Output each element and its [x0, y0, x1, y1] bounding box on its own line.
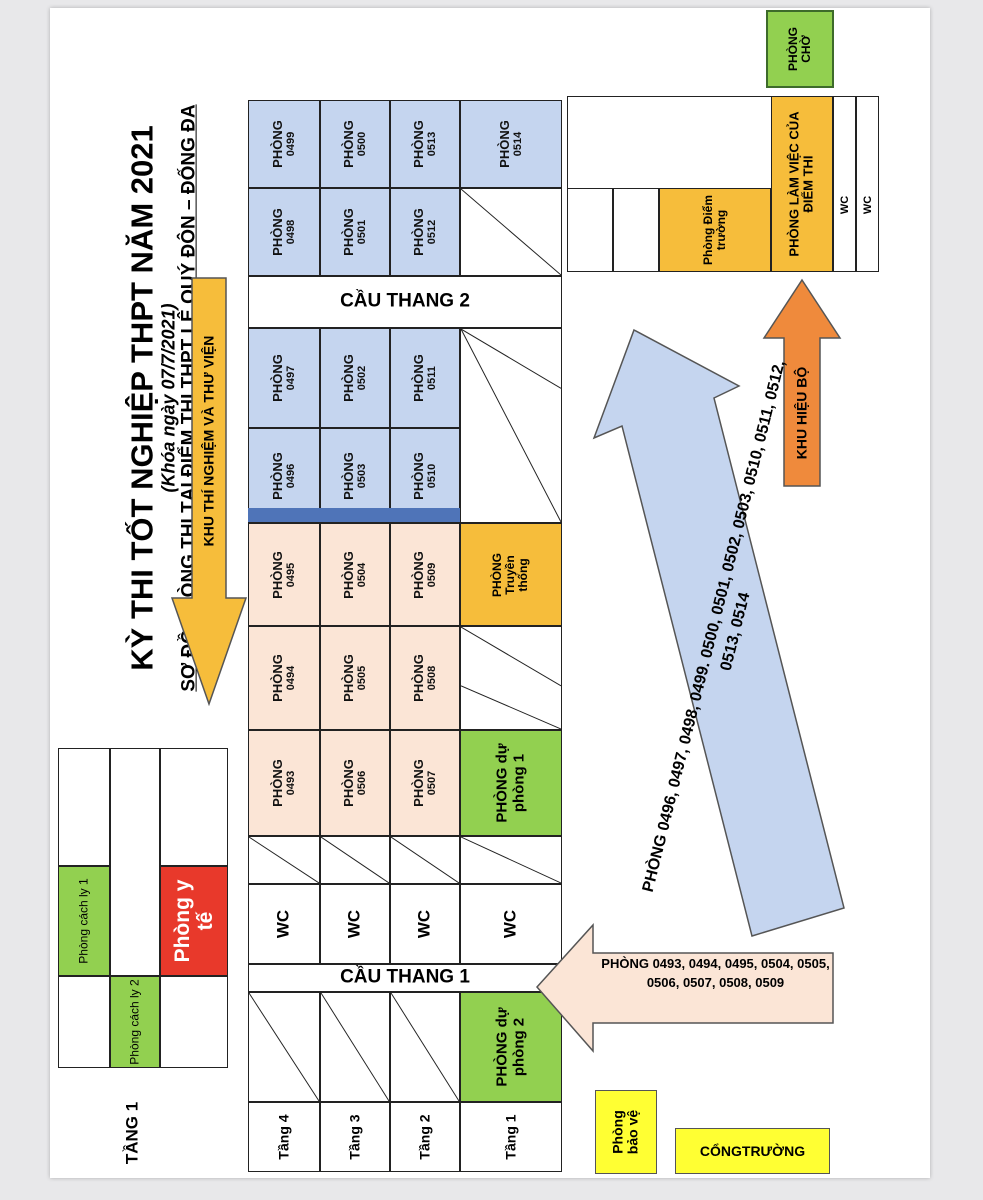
annex-cell-blank-4 [160, 748, 228, 866]
annex-cell-blank-3 [110, 748, 160, 976]
admin-cell [613, 188, 659, 272]
security-room: Phòng bảo vệ [595, 1090, 657, 1174]
floor-label-f2: Tầng 2 [390, 1102, 460, 1172]
corridor-cell [320, 992, 390, 1102]
wc-f3: WC [320, 884, 390, 964]
school-gate: CỔNGTRƯỜNG [675, 1128, 830, 1174]
waiting-room: PHÒNG CHỜ [766, 10, 834, 88]
corridor-cell [390, 836, 460, 884]
media-room: PHÒNG Truyền thống [460, 523, 562, 626]
page-title: KỲ THI TỐT NGHIỆP THPT NĂM 2021 [124, 125, 160, 671]
annex-cell-blank-1 [58, 748, 110, 866]
annex-floor-label: TẦNG 1 [122, 1101, 142, 1165]
corridor-cell [460, 328, 562, 523]
big-arrow-label: PHÒNG 0496, 0497, 0498, 0499. 0500, 0501… [639, 359, 789, 894]
wc-f1: WC [460, 884, 562, 964]
corridor-cell [320, 836, 390, 884]
workroom: PHÒNG LÀM VIỆC CỦA ĐIỂM THI [771, 96, 833, 272]
lab-zone-label-box: KHU THÍ NGHIỆM VÀ THƯ VIỆN [170, 276, 248, 606]
stair-1: CẦU THANG 1 [248, 964, 562, 992]
floor-label-f4: Tầng 4 [248, 1102, 320, 1172]
reserve-room-1: PHÒNG dự phòng 1 [460, 730, 562, 836]
document-page: KỲ THI TỐT NGHIỆP THPT NĂM 2021 (Khóa ng… [50, 8, 930, 1178]
rooms-direction-arrow-left [535, 923, 834, 1053]
connector-bar [248, 508, 460, 522]
school-point-room: Phòng Điểm trường [659, 188, 771, 272]
wc-admin-1: WC [833, 96, 856, 272]
corridor-cell [460, 836, 562, 884]
wc-admin-2: WC [856, 96, 879, 272]
floor-label-f1: Tầng 1 [460, 1102, 562, 1172]
annex-cell-blank-2 [58, 976, 110, 1068]
isolation-room-2: Phòng cách ly 2 [110, 976, 160, 1068]
corridor-cell [248, 992, 320, 1102]
left-arrow-label: PHÒNG 0493, 0494, 0495, 0504, 0505, 0506… [601, 956, 830, 990]
annex-cell-blank-5 [160, 976, 228, 1068]
stair-2: CẦU THANG 2 [248, 276, 562, 328]
corridor-cell [460, 188, 562, 276]
admin-zone-arrow [762, 278, 842, 487]
reserve-room-2: PHÒNG dự phòng 2 [460, 992, 562, 1102]
wc-f2: WC [390, 884, 460, 964]
lab-zone-arrow [170, 277, 248, 706]
corridor-cell [460, 626, 562, 730]
wc-f4: WC [248, 884, 320, 964]
admin-cell [567, 188, 613, 272]
annex-floor-label-box: TẦNG 1 [98, 1088, 168, 1178]
corridor-cell [390, 992, 460, 1102]
isolation-room-1: Phòng cách ly 1 [58, 866, 110, 976]
big-arrow-label-box: PHÒNG 0496, 0497, 0498, 0499. 0500, 0501… [610, 338, 840, 898]
lab-zone-label: KHU THÍ NGHIỆM VÀ THƯ VIỆN [200, 335, 217, 547]
rooms-direction-arrow-big [592, 328, 845, 937]
medical-room: Phòng y tế [160, 866, 228, 976]
corridor-cell [248, 836, 320, 884]
floor-label-f3: Tầng 3 [320, 1102, 390, 1172]
